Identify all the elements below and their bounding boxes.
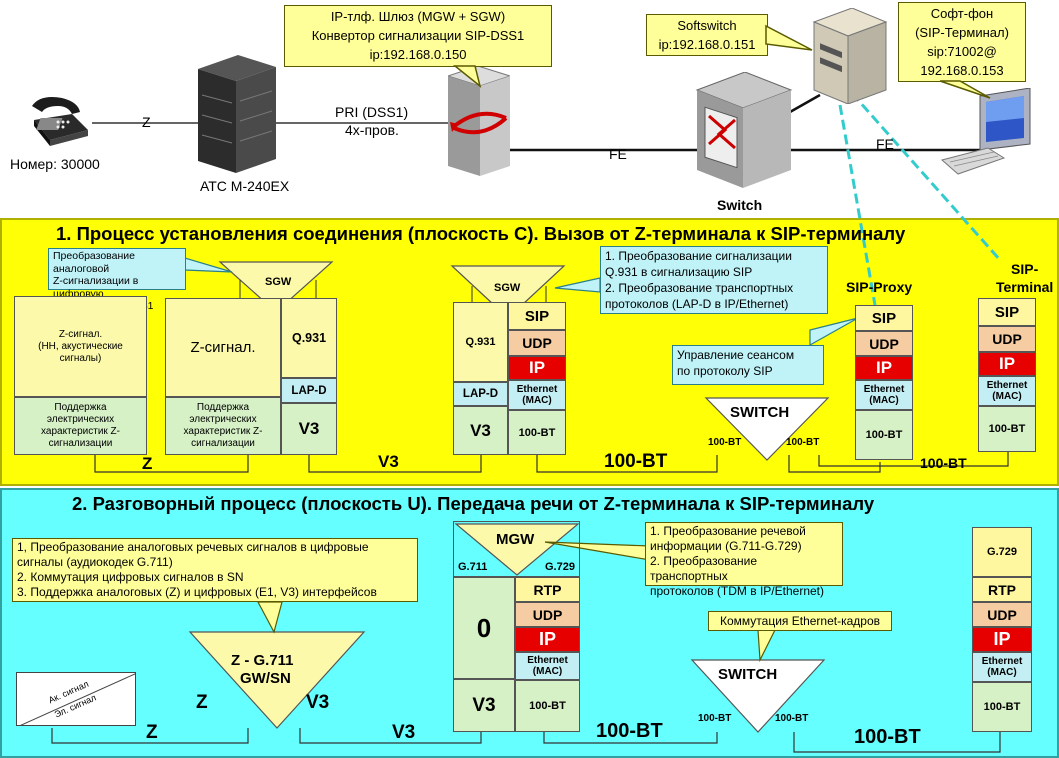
terminal-sip: SIP <box>978 298 1036 326</box>
proxy-ethernet: Ethernet(MAC) <box>855 380 913 410</box>
gw-q931: Q.931 <box>453 302 508 382</box>
proxy-udp: UDP <box>855 331 913 356</box>
mgw-zero: 0 <box>453 577 515 679</box>
pri-label-1: PRI (DSS1) <box>335 104 409 120</box>
sip-proxy-label: SIP-Proxy <box>846 279 913 295</box>
switch-2-port-left: 100-BT <box>698 713 732 724</box>
tri-v3-port: V3 <box>306 692 330 713</box>
ats-label: АТС М-240EX <box>200 178 290 194</box>
gw-v3: V3 <box>453 406 508 455</box>
link2-100bt-terminal-label: 100-BT <box>854 726 921 748</box>
fe-right-label: FE <box>876 136 894 152</box>
link-100bt-label: 100-BT <box>604 451 668 472</box>
signal-conversion-box: Ак. сигнал Эл. сигнал <box>16 672 136 726</box>
terminal2-udp: UDP <box>972 602 1032 627</box>
terminal2-ethernet: Ethernet(MAC) <box>972 652 1032 682</box>
link-100bt-terminal-label: 100-BT <box>920 455 967 471</box>
sgw-label-2: SGW <box>494 282 521 294</box>
proxy-ip: IP <box>855 356 913 380</box>
gw-lapd: LAP-D <box>453 382 508 406</box>
softphone-callout: Софт-фон(SIP-Терминал)sip:71002@192.168.… <box>898 2 1026 82</box>
mgw-100bt: 100-BT <box>515 680 580 732</box>
gw-ip: IP <box>508 356 566 380</box>
ats-cabinet-icon <box>198 55 276 173</box>
tri-z-g711-line1: Z - G.711 <box>231 652 294 669</box>
terminal2-100bt: 100-BT <box>972 682 1032 732</box>
switch-icon <box>695 72 793 188</box>
sip-terminal-label: SIP-Terminal <box>996 261 1054 295</box>
tri-z-port: Z <box>196 692 208 713</box>
section2-title: 2. Разговорный процесс (плоскость U). Пе… <box>72 493 875 514</box>
mgw-udp: UDP <box>515 602 580 627</box>
link2-z-label: Z <box>146 722 158 743</box>
mgw-v3: V3 <box>453 679 515 732</box>
terminal2-ip: IP <box>972 627 1032 652</box>
mgw-rtp: RTP <box>515 577 580 602</box>
link-v3-label: V3 <box>378 452 399 471</box>
mgw-ethernet: Ethernet(MAC) <box>515 652 580 680</box>
mgw-ip: IP <box>515 627 580 652</box>
terminal2-g729: G.729 <box>972 527 1032 577</box>
ats-voice-callout: 1, Преобразование аналоговых речевых сиг… <box>12 538 418 602</box>
mgw-g729-label: G.729 <box>545 561 575 573</box>
section1-title: 1. Процесс установления соединения (плос… <box>56 223 906 244</box>
switch-label: Switch <box>717 197 763 213</box>
terminal-ip: IP <box>978 352 1036 376</box>
proxy-sip: SIP <box>855 305 913 331</box>
mgw-frame <box>453 521 580 577</box>
ats-v3: V3 <box>281 403 337 455</box>
telephone-icon <box>32 97 88 146</box>
mgw-label: MGW <box>496 531 535 548</box>
switch-1-port-right: 100-BT <box>786 437 820 448</box>
fe-left-label: FE <box>609 146 627 162</box>
gw-sip: SIP <box>508 302 566 330</box>
link2-v3-label: V3 <box>392 722 416 743</box>
link2-100bt-label: 100-BT <box>596 720 663 742</box>
gw-udp: UDP <box>508 330 566 356</box>
switch-callout: Коммутация Ethernet-кадров <box>708 611 892 631</box>
terminal2-rtp: RTP <box>972 577 1032 602</box>
phone-number-label: Номер: 30000 <box>10 156 100 172</box>
sgw-label-1: SGW <box>265 276 292 288</box>
mgw-g711-label: G.711 <box>458 561 488 573</box>
switch-2-label: SWITCH <box>718 666 778 683</box>
tri-z-g711-line2: GW/SN <box>240 670 291 687</box>
proxy-100bt: 100-BT <box>855 410 913 460</box>
gateway-callout: IP-тлф. Шлюз (MGW + SGW)Конвертор сигнал… <box>284 5 552 67</box>
terminal-100bt: 100-BT <box>978 406 1036 452</box>
z-link-label: Z <box>142 114 151 130</box>
terminal-ethernet: Ethernet(MAC) <box>978 376 1036 406</box>
switch-1-label: SWITCH <box>730 404 790 421</box>
ats-lapd: LAP-D <box>281 378 337 403</box>
ats-q931: Q.931 <box>281 298 337 378</box>
switch-1-port-left: 100-BT <box>708 437 742 448</box>
gw-100bt: 100-BT <box>508 410 566 455</box>
switch-2-port-right: 100-BT <box>775 713 809 724</box>
link-z-label: Z <box>142 454 153 473</box>
softswitch-server-icon <box>812 8 888 104</box>
gw-ethernet: Ethernet(MAC) <box>508 380 566 410</box>
ats-z-signal: Z-сигнал. <box>165 298 281 397</box>
pri-label-2: 4х-пров. <box>345 122 399 138</box>
terminal-udp: UDP <box>978 326 1036 352</box>
softphone-pc-icon <box>940 88 1031 175</box>
